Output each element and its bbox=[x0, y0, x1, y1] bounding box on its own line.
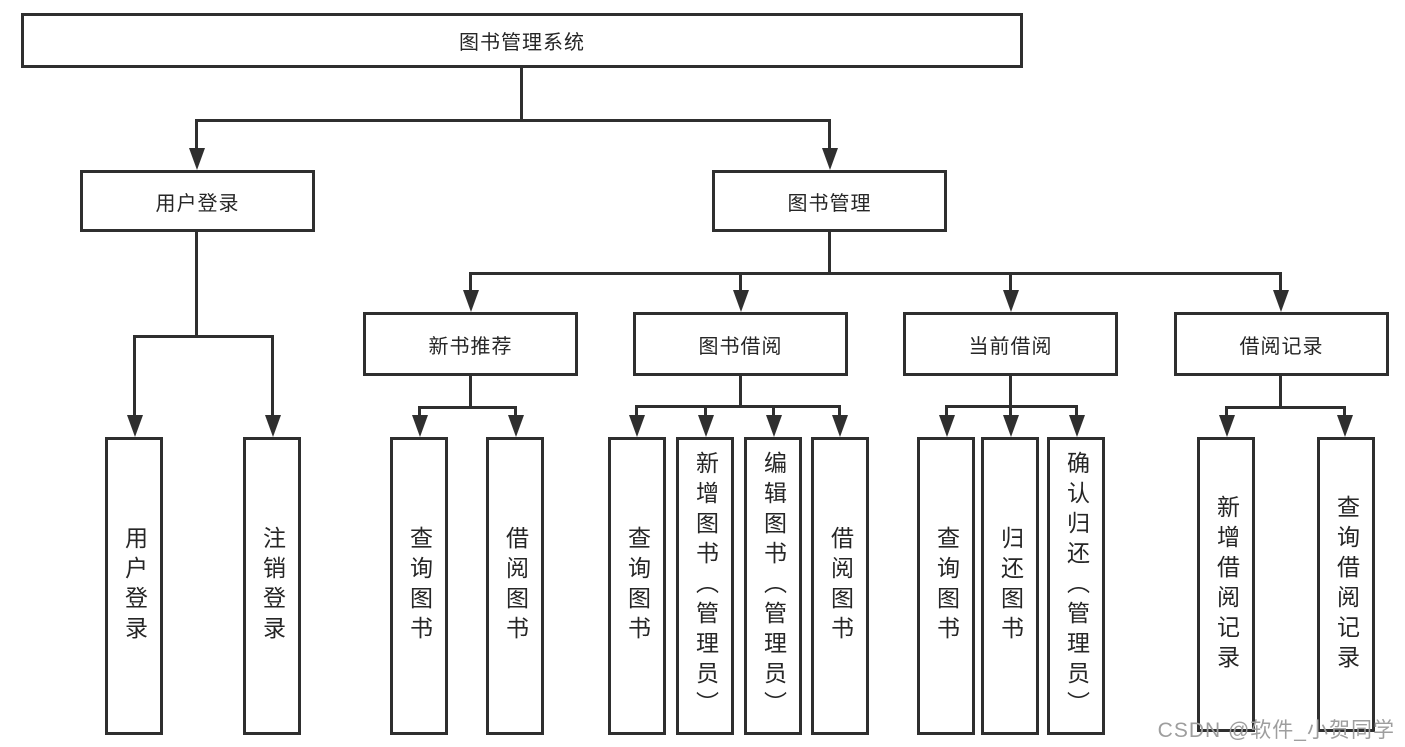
connector-vline bbox=[195, 119, 198, 151]
node-borrow-records-label: 借阅记录 bbox=[1239, 335, 1324, 358]
arrow-down-icon bbox=[766, 415, 782, 437]
arrow-down-icon bbox=[508, 415, 524, 437]
node-current-borrow: 当前借阅 bbox=[903, 312, 1118, 376]
connector-vline bbox=[1225, 406, 1228, 417]
connector-hline bbox=[195, 119, 831, 122]
node-book-mgmt: 图书管理 bbox=[712, 170, 947, 232]
node-nbr-borrow-books-label: 借阅图书 bbox=[502, 526, 529, 646]
node-nbr-query-books-label: 查询图书 bbox=[406, 526, 433, 646]
arrow-down-icon bbox=[822, 148, 838, 170]
node-bb-add-books: 新增图书（管理员） bbox=[676, 437, 734, 735]
node-cb-query-books-label: 查询图书 bbox=[933, 526, 960, 646]
node-cb-confirm-return-label: 确认归还（管理员） bbox=[1063, 451, 1090, 721]
node-nbr-query-books: 查询图书 bbox=[390, 437, 448, 735]
node-user-login: 用户登录 bbox=[80, 170, 315, 232]
node-new-book-rec-label: 新书推荐 bbox=[428, 335, 513, 358]
connector-vline bbox=[469, 272, 472, 291]
node-user-login-label: 用户登录 bbox=[155, 192, 240, 215]
csdn-watermark: CSDN @软件_小贺同学 bbox=[1157, 719, 1395, 742]
node-logout-label: 注销登录 bbox=[259, 526, 286, 646]
connector-vline bbox=[1343, 406, 1346, 417]
arrow-down-icon bbox=[629, 415, 645, 437]
arrow-down-icon bbox=[265, 415, 281, 437]
connector-vline bbox=[195, 232, 198, 336]
arrow-down-icon bbox=[832, 415, 848, 437]
arrow-down-icon bbox=[412, 415, 428, 437]
node-login: 用户登录 bbox=[105, 437, 163, 735]
arrow-down-icon bbox=[1337, 415, 1353, 437]
node-bb-edit-books-label: 编辑图书（管理员） bbox=[760, 451, 787, 721]
connector-hline bbox=[635, 405, 841, 408]
arrow-down-icon bbox=[698, 415, 714, 437]
node-cb-confirm-return: 确认归还（管理员） bbox=[1047, 437, 1105, 735]
connector-vline bbox=[828, 119, 831, 151]
node-login-label: 用户登录 bbox=[121, 526, 148, 646]
connector-vline bbox=[739, 272, 742, 291]
node-book-borrow-label: 图书借阅 bbox=[698, 335, 783, 358]
connector-vline bbox=[1009, 405, 1012, 417]
node-cb-return-books-label: 归还图书 bbox=[997, 526, 1024, 646]
connector-vline bbox=[514, 406, 517, 417]
connector-vline bbox=[520, 68, 523, 120]
node-current-borrow-label: 当前借阅 bbox=[968, 335, 1053, 358]
arrow-down-icon bbox=[733, 290, 749, 312]
connector-vline bbox=[945, 405, 948, 417]
node-cb-return-books: 归还图书 bbox=[981, 437, 1039, 735]
connector-vline bbox=[1009, 272, 1012, 291]
arrow-down-icon bbox=[1273, 290, 1289, 312]
node-br-query-record-label: 查询借阅记录 bbox=[1333, 494, 1360, 675]
node-bb-add-books-label: 新增图书（管理员） bbox=[692, 451, 719, 721]
connector-hline bbox=[1225, 406, 1346, 409]
arrow-down-icon bbox=[189, 148, 205, 170]
arrow-down-icon bbox=[1069, 415, 1085, 437]
connector-vline bbox=[1075, 405, 1078, 417]
connector-vline bbox=[1279, 376, 1282, 407]
connector-vline bbox=[1009, 376, 1012, 406]
node-br-add-record: 新增借阅记录 bbox=[1197, 437, 1255, 732]
node-root-label: 图书管理系统 bbox=[459, 32, 585, 54]
connector-vline bbox=[739, 376, 742, 406]
node-br-add-record-label: 新增借阅记录 bbox=[1213, 494, 1240, 675]
connector-hline bbox=[133, 335, 274, 338]
node-root: 图书管理系统 bbox=[21, 13, 1023, 68]
node-borrow-records: 借阅记录 bbox=[1174, 312, 1389, 376]
node-cb-query-books: 查询图书 bbox=[917, 437, 975, 735]
connector-vline bbox=[1279, 272, 1282, 291]
connector-vline bbox=[828, 232, 831, 273]
node-br-query-record: 查询借阅记录 bbox=[1317, 437, 1375, 732]
node-new-book-rec: 新书推荐 bbox=[363, 312, 578, 376]
arrow-down-icon bbox=[939, 415, 955, 437]
node-bb-edit-books: 编辑图书（管理员） bbox=[744, 437, 802, 735]
connector-vline bbox=[635, 405, 638, 417]
node-bb-borrow-books: 借阅图书 bbox=[811, 437, 869, 735]
connector-vline bbox=[704, 405, 707, 417]
node-book-mgmt-label: 图书管理 bbox=[787, 192, 872, 215]
connector-hline bbox=[418, 406, 517, 409]
connector-vline bbox=[838, 405, 841, 417]
node-bb-query-books: 查询图书 bbox=[608, 437, 666, 735]
connector-vline bbox=[271, 335, 274, 417]
connector-vline bbox=[772, 405, 775, 417]
connector-vline bbox=[133, 335, 136, 417]
connector-vline bbox=[469, 376, 472, 407]
node-nbr-borrow-books: 借阅图书 bbox=[486, 437, 544, 735]
node-logout: 注销登录 bbox=[243, 437, 301, 735]
connector-hline bbox=[469, 272, 1282, 275]
arrow-down-icon bbox=[463, 290, 479, 312]
arrow-down-icon bbox=[127, 415, 143, 437]
node-book-borrow: 图书借阅 bbox=[633, 312, 848, 376]
arrow-down-icon bbox=[1003, 290, 1019, 312]
arrow-down-icon bbox=[1003, 415, 1019, 437]
node-bb-borrow-books-label: 借阅图书 bbox=[827, 526, 854, 646]
node-bb-query-books-label: 查询图书 bbox=[624, 526, 651, 646]
arrow-down-icon bbox=[1219, 415, 1235, 437]
connector-vline bbox=[418, 406, 421, 417]
